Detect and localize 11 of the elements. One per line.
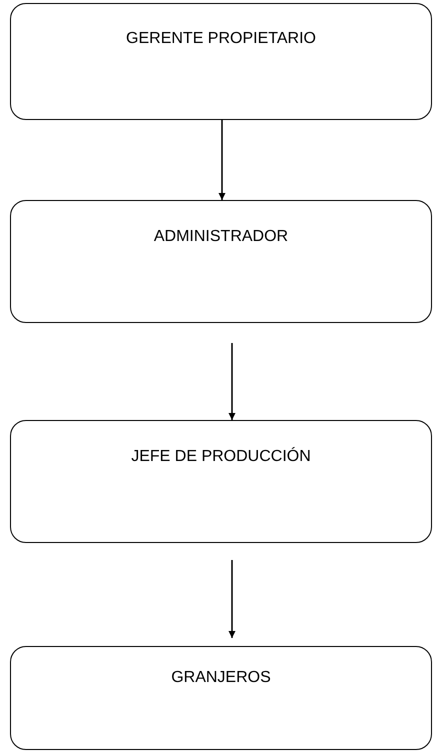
arrow: [228, 343, 236, 420]
box-title: ADMINISTRADOR: [152, 228, 290, 246]
process-box: [10, 3, 432, 120]
process-box: [10, 420, 432, 543]
arrow: [218, 120, 226, 200]
process-box: [10, 646, 432, 750]
box-title: JEFE DE PRODUCCIÓN: [130, 448, 312, 466]
box-title: GERENTE PROPIETARIO: [125, 30, 317, 48]
process-box: [10, 200, 432, 323]
box-title: GRANJEROS: [170, 669, 272, 687]
arrow: [228, 560, 236, 638]
